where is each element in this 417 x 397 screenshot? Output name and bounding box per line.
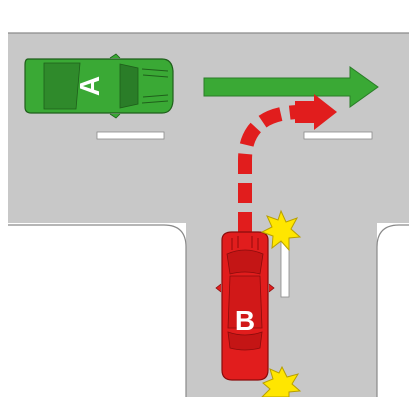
lane-marking-left (97, 132, 164, 139)
car-a-label: A (74, 76, 105, 96)
car-a: A (25, 54, 173, 118)
road-edge-bottom-left (8, 225, 186, 397)
car-b-label: B (235, 305, 255, 336)
road-edge-bottom-right (377, 225, 409, 397)
car-b: B (216, 232, 274, 380)
lane-marking-right (304, 132, 372, 139)
car-a-windshield (120, 64, 138, 108)
car-b-windshield (227, 250, 263, 274)
